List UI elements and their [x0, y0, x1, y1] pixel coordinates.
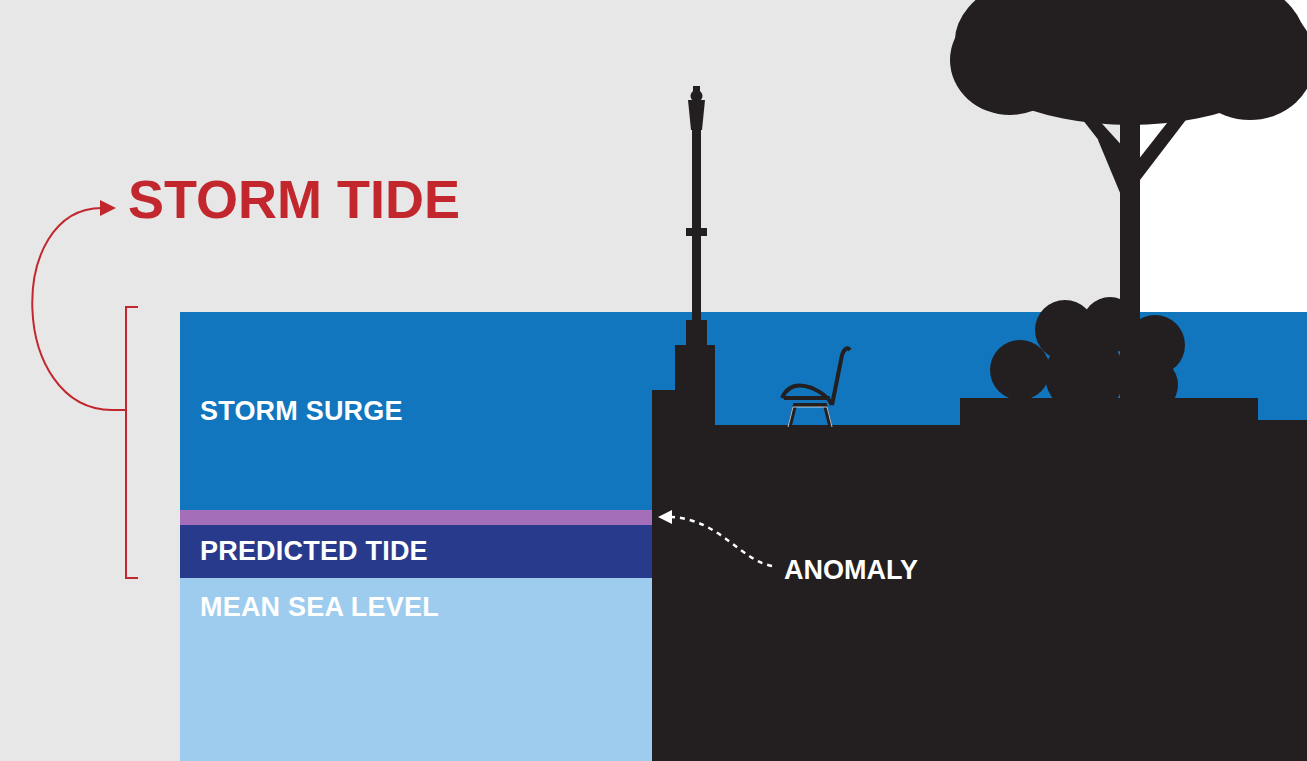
- band-label: STORM SURGE: [200, 396, 403, 427]
- heading-label: STORM TIDE: [128, 168, 460, 230]
- land: [652, 345, 1307, 761]
- anomaly-band: [180, 510, 652, 525]
- band-label: PREDICTED TIDE: [200, 536, 428, 567]
- water-band: PREDICTED TIDE: [180, 525, 652, 578]
- band-label: MEAN SEA LEVEL: [200, 592, 439, 623]
- leader-line: [672, 517, 772, 566]
- arrowhead: [100, 200, 116, 216]
- water-band: STORM SURGE: [180, 312, 652, 510]
- tree: [950, 0, 1307, 410]
- callout-label: ANOMALY: [784, 555, 918, 586]
- bushes: [990, 297, 1185, 415]
- bench: [782, 348, 850, 425]
- water-band: MEAN SEA LEVEL: [180, 578, 652, 761]
- bench-outline: [788, 407, 832, 427]
- lamp-post: [686, 86, 707, 350]
- bracket: [112, 307, 138, 578]
- arrowhead: [658, 510, 672, 524]
- curved-arrow: [32, 208, 112, 410]
